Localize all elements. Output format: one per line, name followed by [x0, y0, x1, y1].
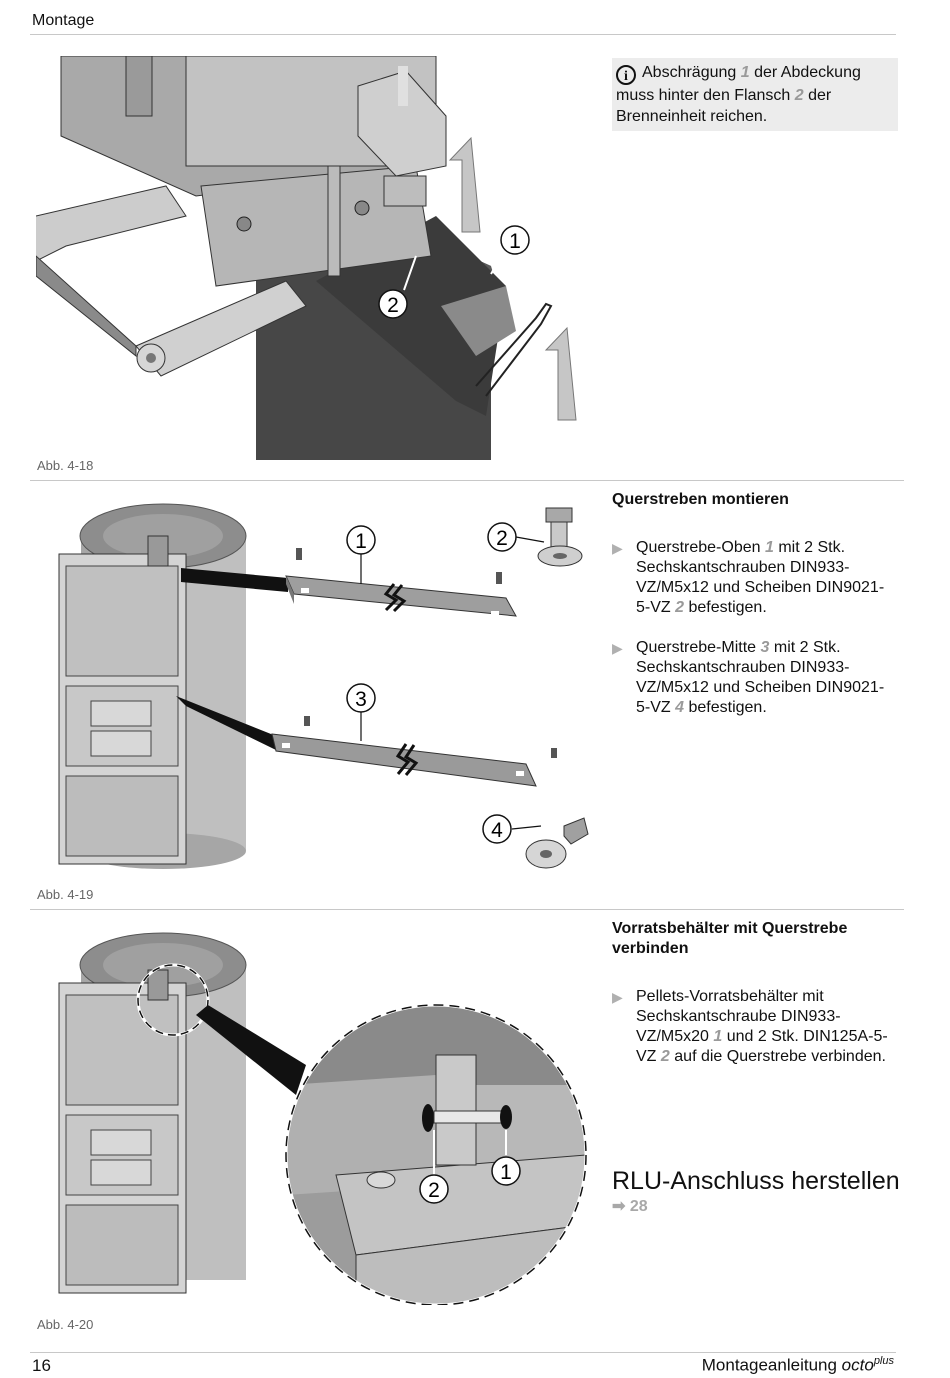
figure-caption: Abb. 4-19	[37, 887, 94, 902]
callout-2: 2	[387, 294, 399, 317]
rlu-heading: RLU-Anschluss herstellen	[612, 1167, 900, 1195]
note-ref-2: 2	[794, 87, 804, 104]
rlu-xref[interactable]: ➡ 28	[612, 1196, 648, 1216]
callout-4: 4	[491, 819, 503, 842]
xref-page: 28	[629, 1198, 648, 1215]
section-title-querstreben: Querstreben montieren	[612, 491, 789, 508]
footer-rule	[30, 1352, 896, 1353]
section-header: Montage	[32, 12, 95, 29]
step-vorrat: ▶ Pellets-Vorratsbehälter mit Sechskants…	[612, 988, 888, 1065]
callout-2: 2	[428, 1179, 440, 1202]
section-title-vorrat: Vorratsbehälter mit Querstrebe verbinden	[612, 920, 848, 957]
header-rule	[30, 34, 896, 35]
step-arrow-icon: ▶	[612, 640, 623, 656]
callout-1: 1	[500, 1161, 512, 1184]
callout-3: 3	[355, 688, 367, 711]
note-ref-1: 1	[740, 64, 750, 81]
callout-1: 1	[355, 530, 367, 553]
figure-4-18: 1 2	[36, 56, 577, 460]
arrow-right-icon: ➡	[612, 1198, 626, 1215]
figure-caption: Abb. 4-20	[37, 1317, 94, 1332]
step-querstrebe-oben: ▶ Querstrebe-Oben 1 mit 2 Stk. Sechskant…	[612, 539, 885, 616]
footer-document-title: Montageanleitung octoplus	[701, 1355, 894, 1375]
figure-4-20: 1 2	[58, 932, 588, 1305]
step-querstrebe-mitte: ▶ Querstrebe-Mitte 3 mit 2 Stk. Sechskan…	[612, 639, 885, 716]
section-rule	[30, 909, 904, 910]
figure-caption: Abb. 4-18	[37, 458, 94, 473]
step-arrow-icon: ▶	[612, 989, 623, 1005]
section-rule	[30, 480, 904, 481]
info-icon: i	[616, 65, 636, 85]
page-number: 16	[32, 1356, 51, 1375]
callout-1: 1	[509, 230, 521, 253]
step-arrow-icon: ▶	[612, 540, 623, 556]
callout-2: 2	[496, 527, 508, 550]
figure-4-19: 1 2 3 4	[58, 503, 589, 869]
